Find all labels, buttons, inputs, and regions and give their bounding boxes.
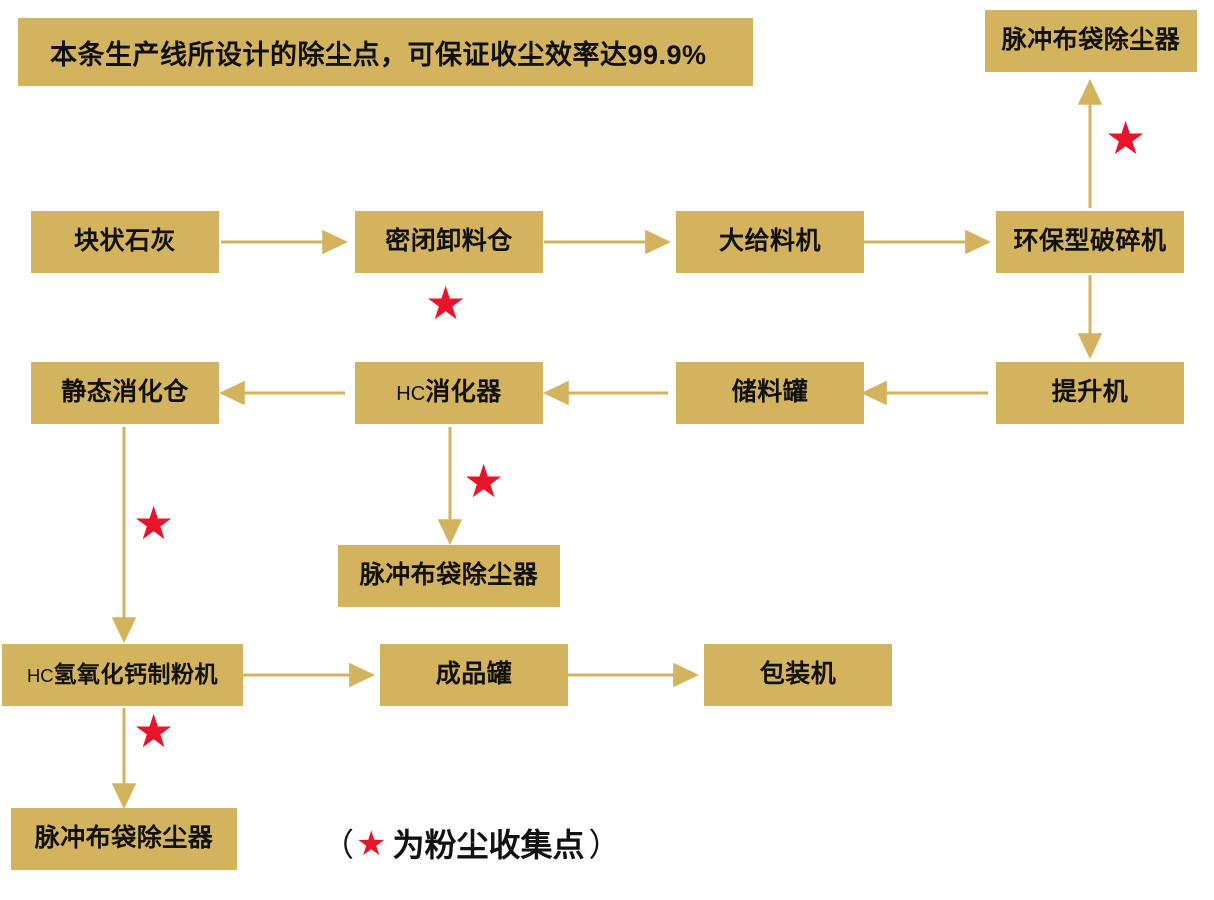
node-big-feeder[interactable]: 大给料机 [676,211,864,273]
node-dust-collector-middle[interactable]: 脉冲布袋除尘器 [338,545,560,607]
node-finished-product-tank[interactable]: 成品罐 [380,644,568,706]
banner-text: 本条生产线所设计的除尘点，可保证收尘效率达99.9% [50,39,707,70]
node-label: 脉冲布袋除尘器 [34,824,214,853]
node-hc-hydrated-lime-mill[interactable]: HC氢氧化钙制粉机 [2,644,243,706]
legend-text: 为粉尘收集点 [392,827,585,863]
star-icon-discharge-bin: ★ [425,277,467,329]
node-lump-lime[interactable]: 块状石灰 [31,211,219,273]
node-label-prefix: HC [396,383,426,406]
node-label: 环保型破碎机 [1013,227,1167,256]
node-label: 氢氧化钙制粉机 [53,661,219,688]
star-icon-digester-branch: ★ [463,455,505,507]
node-packing-machine[interactable]: 包装机 [704,644,892,706]
node-label: 脉冲布袋除尘器 [359,561,539,590]
node-label: 成品罐 [435,660,513,689]
node-label: 包装机 [759,660,837,689]
node-label: 密闭卸料仓 [385,227,513,256]
legend: （ ★ 为粉尘收集点 ） [322,820,621,866]
node-elevator[interactable]: 提升机 [996,362,1184,424]
legend-open-paren: （ [322,827,355,863]
node-label: 消化器 [425,378,502,407]
star-icon-mill-branch: ★ [133,705,175,757]
node-label: 脉冲布袋除尘器 [1001,26,1181,55]
banner-title: 本条生产线所设计的除尘点，可保证收尘效率达99.9% [18,18,753,86]
node-label: 提升机 [1051,378,1129,407]
node-label: 储料罐 [731,378,809,407]
star-icon-legend: ★ [356,825,387,863]
node-sealed-discharge-bin[interactable]: 密闭卸料仓 [355,211,543,273]
star-icon-static-bin-branch: ★ [133,497,175,549]
node-static-digestion-bin[interactable]: 静态消化仓 [31,362,219,424]
node-label-wrap: HC氢氧化钙制粉机 [27,662,218,687]
node-label-prefix: HC [26,665,54,687]
node-storage-tank[interactable]: 储料罐 [676,362,864,424]
node-hc-digester[interactable]: HC消化器 [355,362,543,424]
node-dust-collector-top-right[interactable]: 脉冲布袋除尘器 [985,10,1197,72]
node-label: 大给料机 [718,227,821,256]
node-label: 静态消化仓 [61,378,189,407]
legend-close-paren: ） [588,827,621,863]
node-label-wrap: HC消化器 [396,379,501,407]
node-label: 块状石灰 [73,227,176,256]
node-dust-collector-bottom-left[interactable]: 脉冲布袋除尘器 [11,808,237,870]
star-icon-crusher-branch: ★ [1105,112,1147,164]
node-eco-crusher[interactable]: 环保型破碎机 [996,211,1184,273]
